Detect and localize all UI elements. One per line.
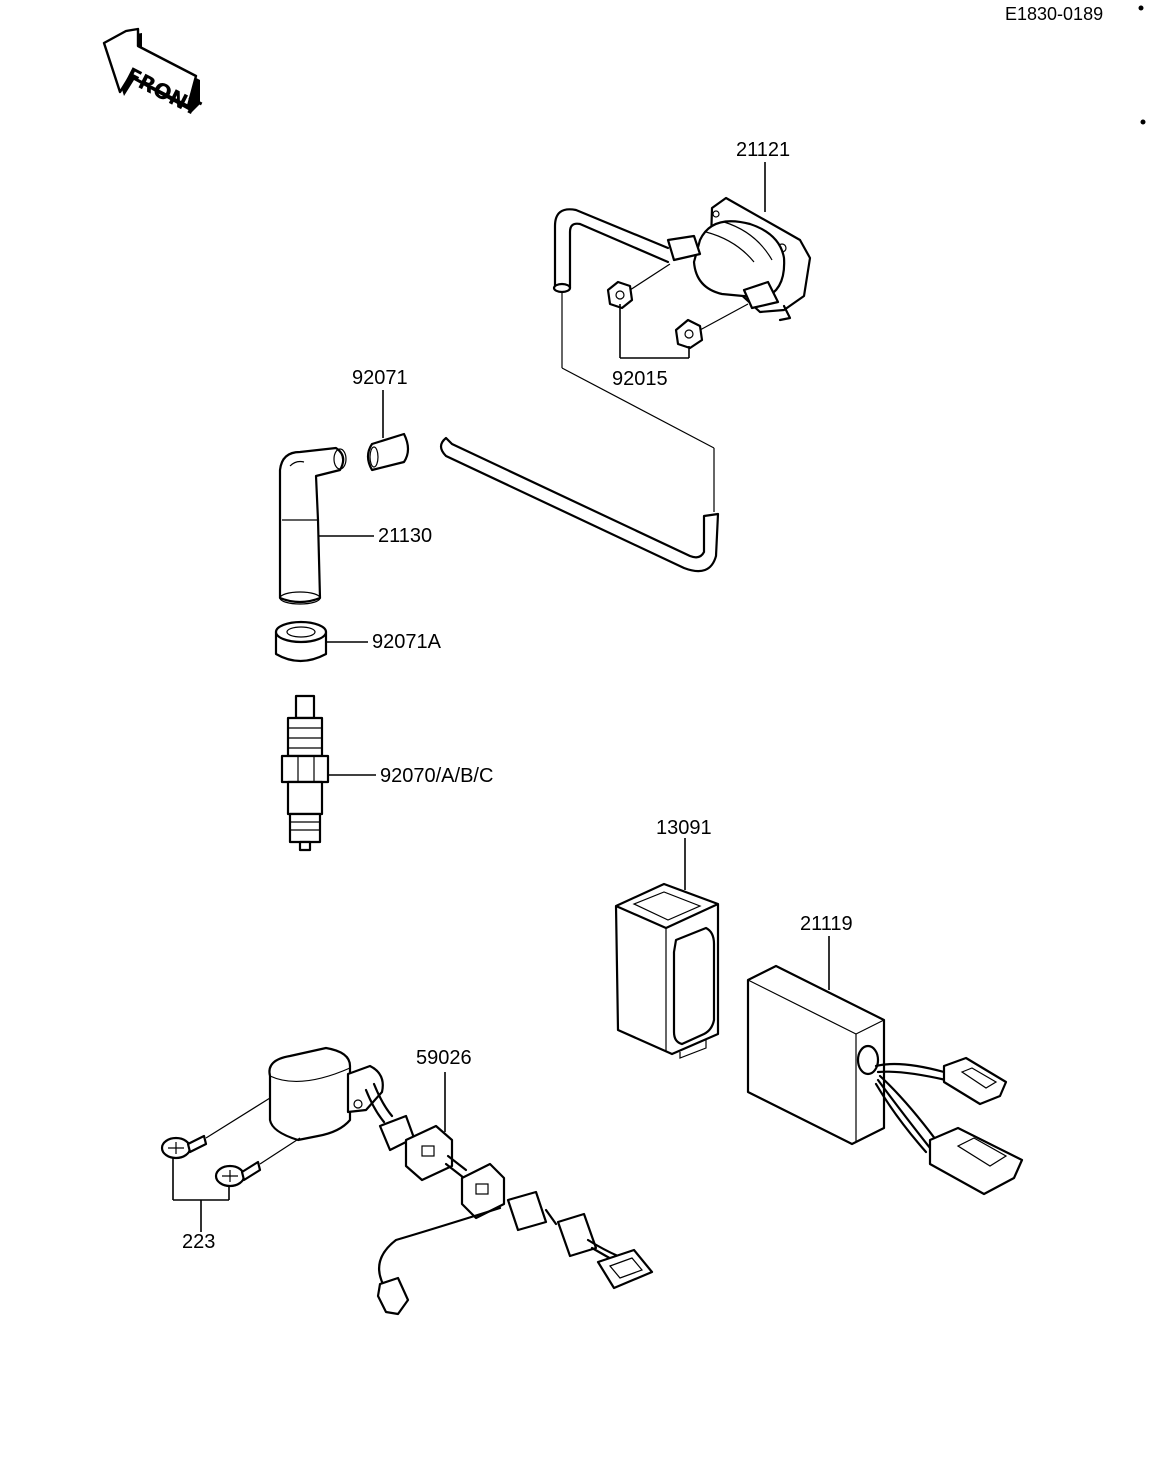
- plug-cap-ring: [274, 620, 368, 663]
- wire-harness: [364, 1072, 654, 1316]
- label-21130: 21130: [378, 525, 432, 547]
- ignition-coil: [552, 162, 812, 512]
- diagram-id: E1830-0189: [1005, 4, 1103, 24]
- regulator-unit: [160, 1046, 384, 1232]
- label-92015: 92015: [612, 368, 668, 390]
- label-92071A: 92071A: [372, 631, 442, 653]
- label-92070: 92070/A/B/C: [380, 765, 493, 787]
- plug-cap: [278, 446, 374, 605]
- high-tension-lead: [439, 436, 720, 573]
- label-21119: 21119: [800, 913, 853, 935]
- screw-2: [214, 1160, 262, 1188]
- label-223: 223: [182, 1231, 215, 1253]
- igniter-cover: [614, 838, 720, 1059]
- label-13091: 13091: [656, 817, 712, 839]
- igniter-unit: [746, 936, 1024, 1196]
- screw-1: [160, 1134, 208, 1160]
- label-92071: 92071: [352, 367, 408, 389]
- margin-dot-mid: [1140, 119, 1146, 125]
- margin-dot-top: [1138, 5, 1144, 11]
- label-21121: 21121: [736, 139, 790, 161]
- label-59026: 59026: [416, 1047, 472, 1069]
- plug-cap-seal: [366, 390, 410, 472]
- front-arrow-icon: FRONT: [102, 27, 205, 121]
- spark-plug: [280, 694, 376, 852]
